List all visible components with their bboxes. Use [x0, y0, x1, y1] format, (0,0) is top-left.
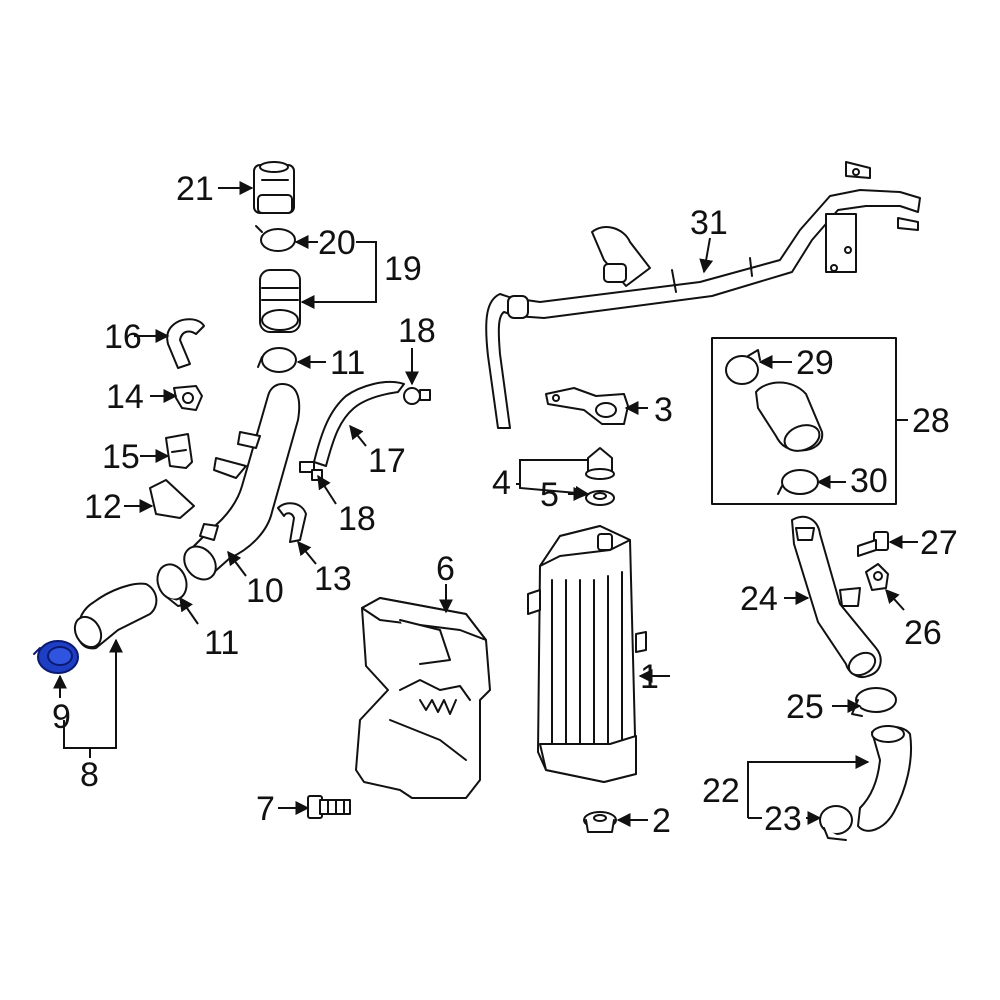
- bracket-19: [300, 241, 377, 309]
- part-21-cap[interactable]: [253, 161, 295, 214]
- callout-23: 23: [764, 800, 802, 838]
- part-9-clamp[interactable]: [33, 640, 79, 674]
- part-14-clip[interactable]: [173, 385, 203, 411]
- callout-26: 26: [904, 614, 942, 652]
- leader-11-lower: [179, 596, 199, 625]
- part-8-hose[interactable]: [70, 582, 158, 652]
- leader-31: [699, 237, 714, 274]
- bracket-22: [747, 755, 870, 818]
- leader-17: [349, 424, 367, 447]
- callout-25: 25: [786, 688, 824, 726]
- part-29-clamp[interactable]: [725, 349, 761, 385]
- part-6-duct[interactable]: [355, 597, 491, 799]
- callout-12: 12: [84, 488, 122, 526]
- part-5-grommet[interactable]: [585, 490, 615, 506]
- callout-24: 24: [740, 580, 778, 618]
- callout-11-upper: 11: [330, 344, 366, 382]
- callout-21: 21: [176, 170, 214, 208]
- part-1-intercooler[interactable]: [527, 525, 647, 783]
- part-22-hose[interactable]: [857, 725, 913, 832]
- part-16-hose[interactable]: [166, 318, 205, 369]
- callout-29: 29: [796, 344, 834, 382]
- part-18-clip-upper[interactable]: [403, 387, 431, 405]
- bracket-4: [519, 459, 590, 500]
- part-10-pipe[interactable]: [178, 383, 301, 586]
- part-13-hose[interactable]: [277, 502, 307, 543]
- callout-27: 27: [920, 524, 958, 562]
- callout-16: 16: [104, 318, 142, 356]
- callout-2: 2: [652, 802, 671, 840]
- part-12-cover[interactable]: [149, 479, 195, 519]
- leader-13: [297, 540, 317, 565]
- part-30-clamp[interactable]: [777, 469, 819, 495]
- callout-5: 5: [540, 476, 559, 514]
- part-19-hose[interactable]: [259, 269, 301, 333]
- callout-19: 19: [384, 250, 422, 288]
- leader-26: [885, 588, 905, 611]
- callout-17: 17: [368, 442, 406, 480]
- part-24-pipe[interactable]: [791, 515, 882, 680]
- callout-3: 3: [654, 391, 673, 429]
- callout-8: 8: [80, 756, 99, 794]
- callout-11-lower: 11: [204, 624, 240, 662]
- part-25-clamp[interactable]: [851, 687, 897, 717]
- part-7-bolt[interactable]: [307, 795, 351, 819]
- callout-10: 10: [246, 572, 284, 610]
- callout-1: 1: [640, 658, 659, 696]
- leader-18-lower: [317, 474, 337, 505]
- part-4-mount[interactable]: [585, 447, 615, 480]
- part-11-clamp-upper[interactable]: [257, 347, 297, 373]
- callout-20: 20: [318, 224, 356, 262]
- part-15-bracket[interactable]: [165, 433, 193, 469]
- part-2-grommet[interactable]: [583, 811, 617, 833]
- callout-6: 6: [436, 550, 455, 588]
- leader-10: [227, 550, 247, 577]
- part-27-bolt[interactable]: [857, 531, 889, 557]
- callout-22: 22: [702, 772, 740, 810]
- callout-30: 30: [850, 462, 888, 500]
- callout-15: 15: [102, 438, 140, 476]
- part-28-hose[interactable]: [755, 381, 824, 456]
- callout-7: 7: [256, 790, 275, 828]
- callout-18-upper: 18: [398, 312, 436, 350]
- callout-31: 31: [690, 204, 728, 242]
- part-20-clamp[interactable]: [255, 225, 296, 252]
- part-3-bracket[interactable]: [545, 387, 629, 425]
- callout-4: 4: [492, 464, 511, 502]
- callout-9: 9: [52, 698, 71, 736]
- part-26-clip[interactable]: [865, 563, 889, 591]
- part-23-clamp[interactable]: [819, 805, 853, 841]
- callout-13: 13: [314, 560, 352, 598]
- callout-28: 28: [912, 402, 950, 440]
- callout-18-lower: 18: [338, 500, 376, 538]
- part-31-tube[interactable]: [485, 161, 921, 429]
- callout-14: 14: [106, 378, 144, 416]
